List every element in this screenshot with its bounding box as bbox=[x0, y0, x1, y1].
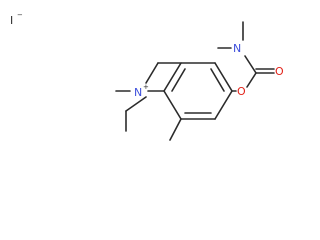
bond-n-ethyl-bottom-ch2 bbox=[125, 96, 147, 112]
ring-bond-1 bbox=[163, 62, 182, 92]
ring-double-2 bbox=[210, 68, 225, 92]
ester-o-label: O bbox=[237, 85, 246, 98]
structure-canvas: I − N + O O N bbox=[10, 11, 284, 141]
carbonyl-o-label: O bbox=[275, 65, 284, 78]
ring-bond-3 bbox=[214, 62, 233, 92]
bond-ester-o-c bbox=[246, 72, 257, 88]
iodide-charge: − bbox=[17, 11, 23, 19]
ring-bond-4 bbox=[214, 90, 233, 120]
amine-n-label: N bbox=[233, 42, 241, 55]
bond-c-amine-n bbox=[244, 55, 257, 74]
molecule-diagram: I − N + O O N bbox=[10, 11, 284, 141]
bond-n-ethyl-top-ch2 bbox=[145, 62, 159, 84]
bond-ring-methyl bbox=[169, 118, 182, 141]
ammonium-charge: + bbox=[143, 83, 149, 91]
ammonium-n-label: N bbox=[134, 86, 142, 99]
iodide-label: I bbox=[10, 14, 13, 27]
ring-double-1 bbox=[171, 68, 186, 92]
ring-bond-6 bbox=[163, 90, 182, 120]
